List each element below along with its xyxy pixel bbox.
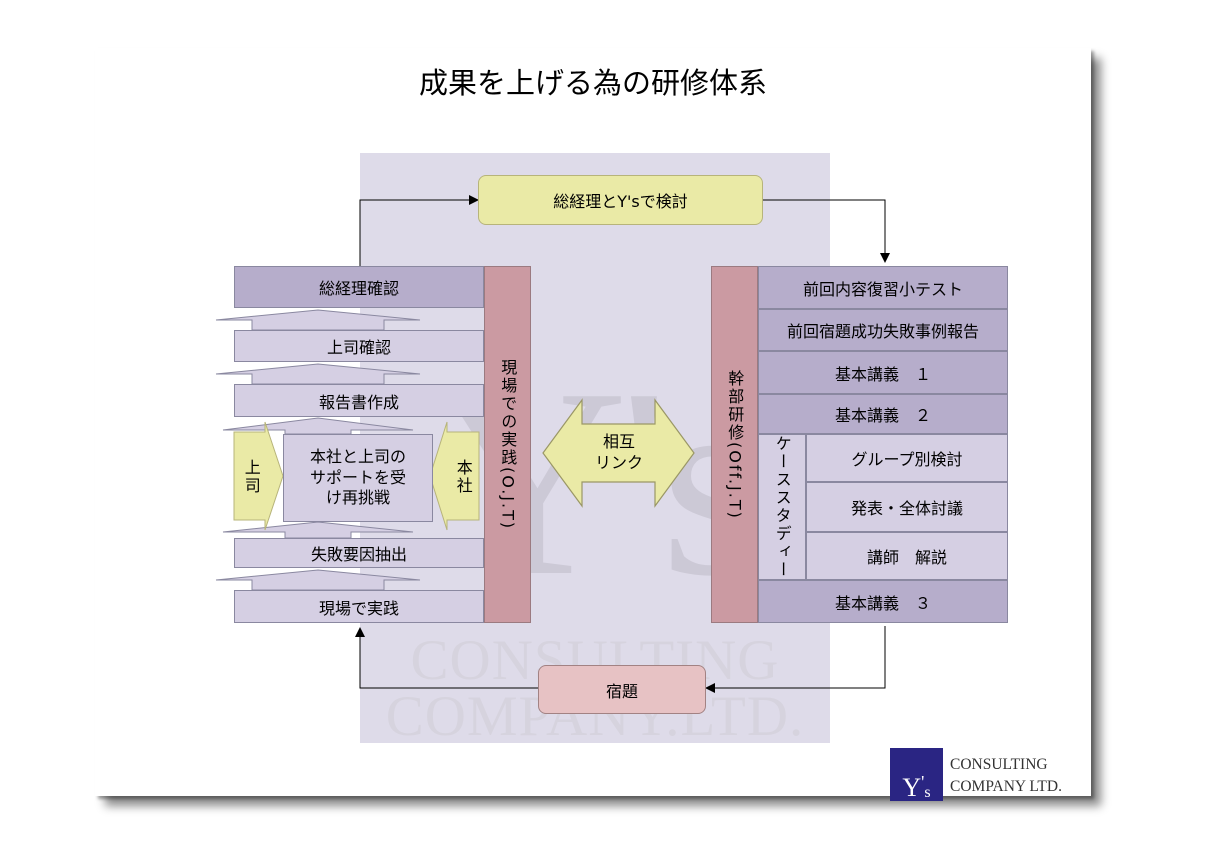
ojt-step-final-confirm: 総経理確認 — [234, 266, 484, 308]
up-arrow-2 — [215, 363, 421, 385]
offjt-item-homework-report: 前回宿題成功失敗事例報告 — [758, 309, 1008, 351]
side-arrow-left — [233, 421, 284, 531]
ojt-step-failure-factor: 失敗要因抽出 — [234, 538, 484, 568]
side-label-boss: 上司 — [241, 459, 261, 495]
offjt-item-lecture-3: 基本講義 ３ — [758, 580, 1008, 623]
connector-homework-to-ojt — [355, 627, 538, 689]
center-arrow-label: 相互 リンク — [594, 432, 643, 472]
offjt-item-group-discussion: グループ別検討 — [806, 434, 1008, 482]
connector-layer — [215, 195, 890, 693]
review-box: 総経理とY'sで検討 — [478, 175, 763, 225]
up-arrow-5 — [215, 569, 421, 591]
ojt-step-boss-confirm: 上司確認 — [234, 330, 484, 362]
side-label-headquarters: 本社 — [453, 459, 473, 495]
center-double-arrow — [542, 398, 695, 508]
offjt-item-presentation: 発表・全体討議 — [806, 482, 1008, 532]
company-logo-text: CONSULTING COMPANY LTD. — [950, 754, 1062, 798]
up-arrow-1 — [215, 309, 421, 331]
up-arrow-4 — [222, 521, 414, 539]
ojt-step-report: 報告書作成 — [234, 384, 484, 417]
connector-ojt-to-review — [359, 195, 479, 266]
page-title: 成果を上げる為の研修体系 — [418, 66, 767, 100]
connector-review-to-offjt — [763, 199, 890, 263]
offjt-column-label: 幹部研修(Off.J.T) — [711, 266, 758, 623]
offjt-item-lecture-2: 基本講義 ２ — [758, 394, 1008, 434]
logo-line-2: COMPANY LTD. — [950, 778, 1062, 795]
ojt-step-practice: 現場で実践 — [234, 590, 484, 623]
offjt-item-instructor-commentary: 講師 解説 — [806, 532, 1008, 580]
ojt-step-retry: 本社と上司の サポートを受 け再挑戦 — [283, 434, 433, 522]
side-arrow-right — [429, 421, 480, 531]
ojt-column-label: 現場での実践(O.J.T) — [484, 266, 531, 623]
logo-line-1: CONSULTING — [950, 756, 1048, 773]
up-arrow-3 — [222, 417, 414, 435]
homework-box: 宿題 — [538, 665, 706, 714]
slide: Y's CONSULTING COMPANY.LTD. 成果を上げる為の研修体系 — [95, 48, 1091, 801]
offjt-case-study-label: ケーススタディー — [758, 434, 806, 580]
company-logo-mark: Y's — [890, 748, 943, 801]
offjt-item-lecture-1: 基本講義 １ — [758, 351, 1008, 394]
connector-offjt-to-homework — [705, 626, 886, 693]
offjt-item-review-test: 前回内容復習小テスト — [758, 266, 1008, 309]
